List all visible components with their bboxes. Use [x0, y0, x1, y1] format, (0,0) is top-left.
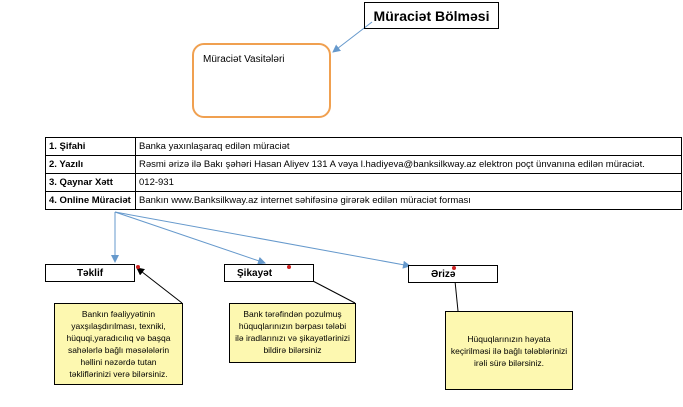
category-teklif: Təklif	[45, 264, 135, 282]
channel-row: 1. Şifahi Banka yaxınlaşaraq edilən müra…	[45, 137, 682, 156]
marker-dot	[452, 266, 456, 270]
online-to-erize-arrow	[114, 211, 411, 269]
category-sikayet: Şikayət	[224, 264, 314, 282]
category-label: Şikayət	[237, 267, 273, 279]
sikayet-note: Bank tərəfindən pozulmuş hüquqlarınızın …	[229, 303, 356, 363]
marker-dot	[136, 265, 140, 269]
channels-table: 1. Şifahi Banka yaxınlaşaraq edilən müra…	[45, 137, 682, 210]
category-label: Təklif	[76, 267, 104, 279]
channel-label: 1. Şifahi	[45, 137, 136, 156]
channel-desc: Banka yaxınlaşaraq edilən müraciət	[135, 137, 682, 156]
title-to-tools-arrow	[332, 21, 373, 53]
channel-row: 2. Yazılı Rəsmi ərizə ilə Bakı şəhəri Ha…	[45, 155, 682, 174]
channel-desc: Rəsmi ərizə ilə Bakı şəhəri Hasan Aliyev…	[135, 155, 682, 174]
tools-box: Müraciət Vasitələri	[192, 43, 331, 118]
channel-label: 4. Online Müraciət	[45, 191, 136, 210]
page-title: Müraciət Bölməsi	[364, 2, 499, 29]
teklif-note: Bankın fəaliyyətinin yaxşılaşdırılması, …	[54, 303, 183, 385]
channel-label: 3. Qaynar Xətt	[45, 173, 136, 192]
channel-label: 2. Yazılı	[45, 155, 136, 174]
category-label: Ərizə	[431, 268, 456, 280]
category-erize: Ərizə	[408, 265, 498, 283]
erize-note: Hüquqlarınızın həyata keçirilməsi ilə ba…	[445, 311, 573, 390]
channel-row: 4. Online Müraciət Bankın www.Banksilkwa…	[45, 191, 682, 210]
channel-desc: Bankın www.Banksilkway.az internet səhif…	[135, 191, 682, 210]
channel-row: 3. Qaynar Xətt 012-931	[45, 173, 682, 192]
channel-desc: 012-931	[135, 173, 682, 192]
marker-dot	[287, 265, 291, 269]
teklif-note-pointer	[136, 267, 183, 304]
online-to-sikayet-arrow	[114, 211, 266, 265]
tools-box-label: Müraciət Vasitələri	[203, 54, 285, 65]
